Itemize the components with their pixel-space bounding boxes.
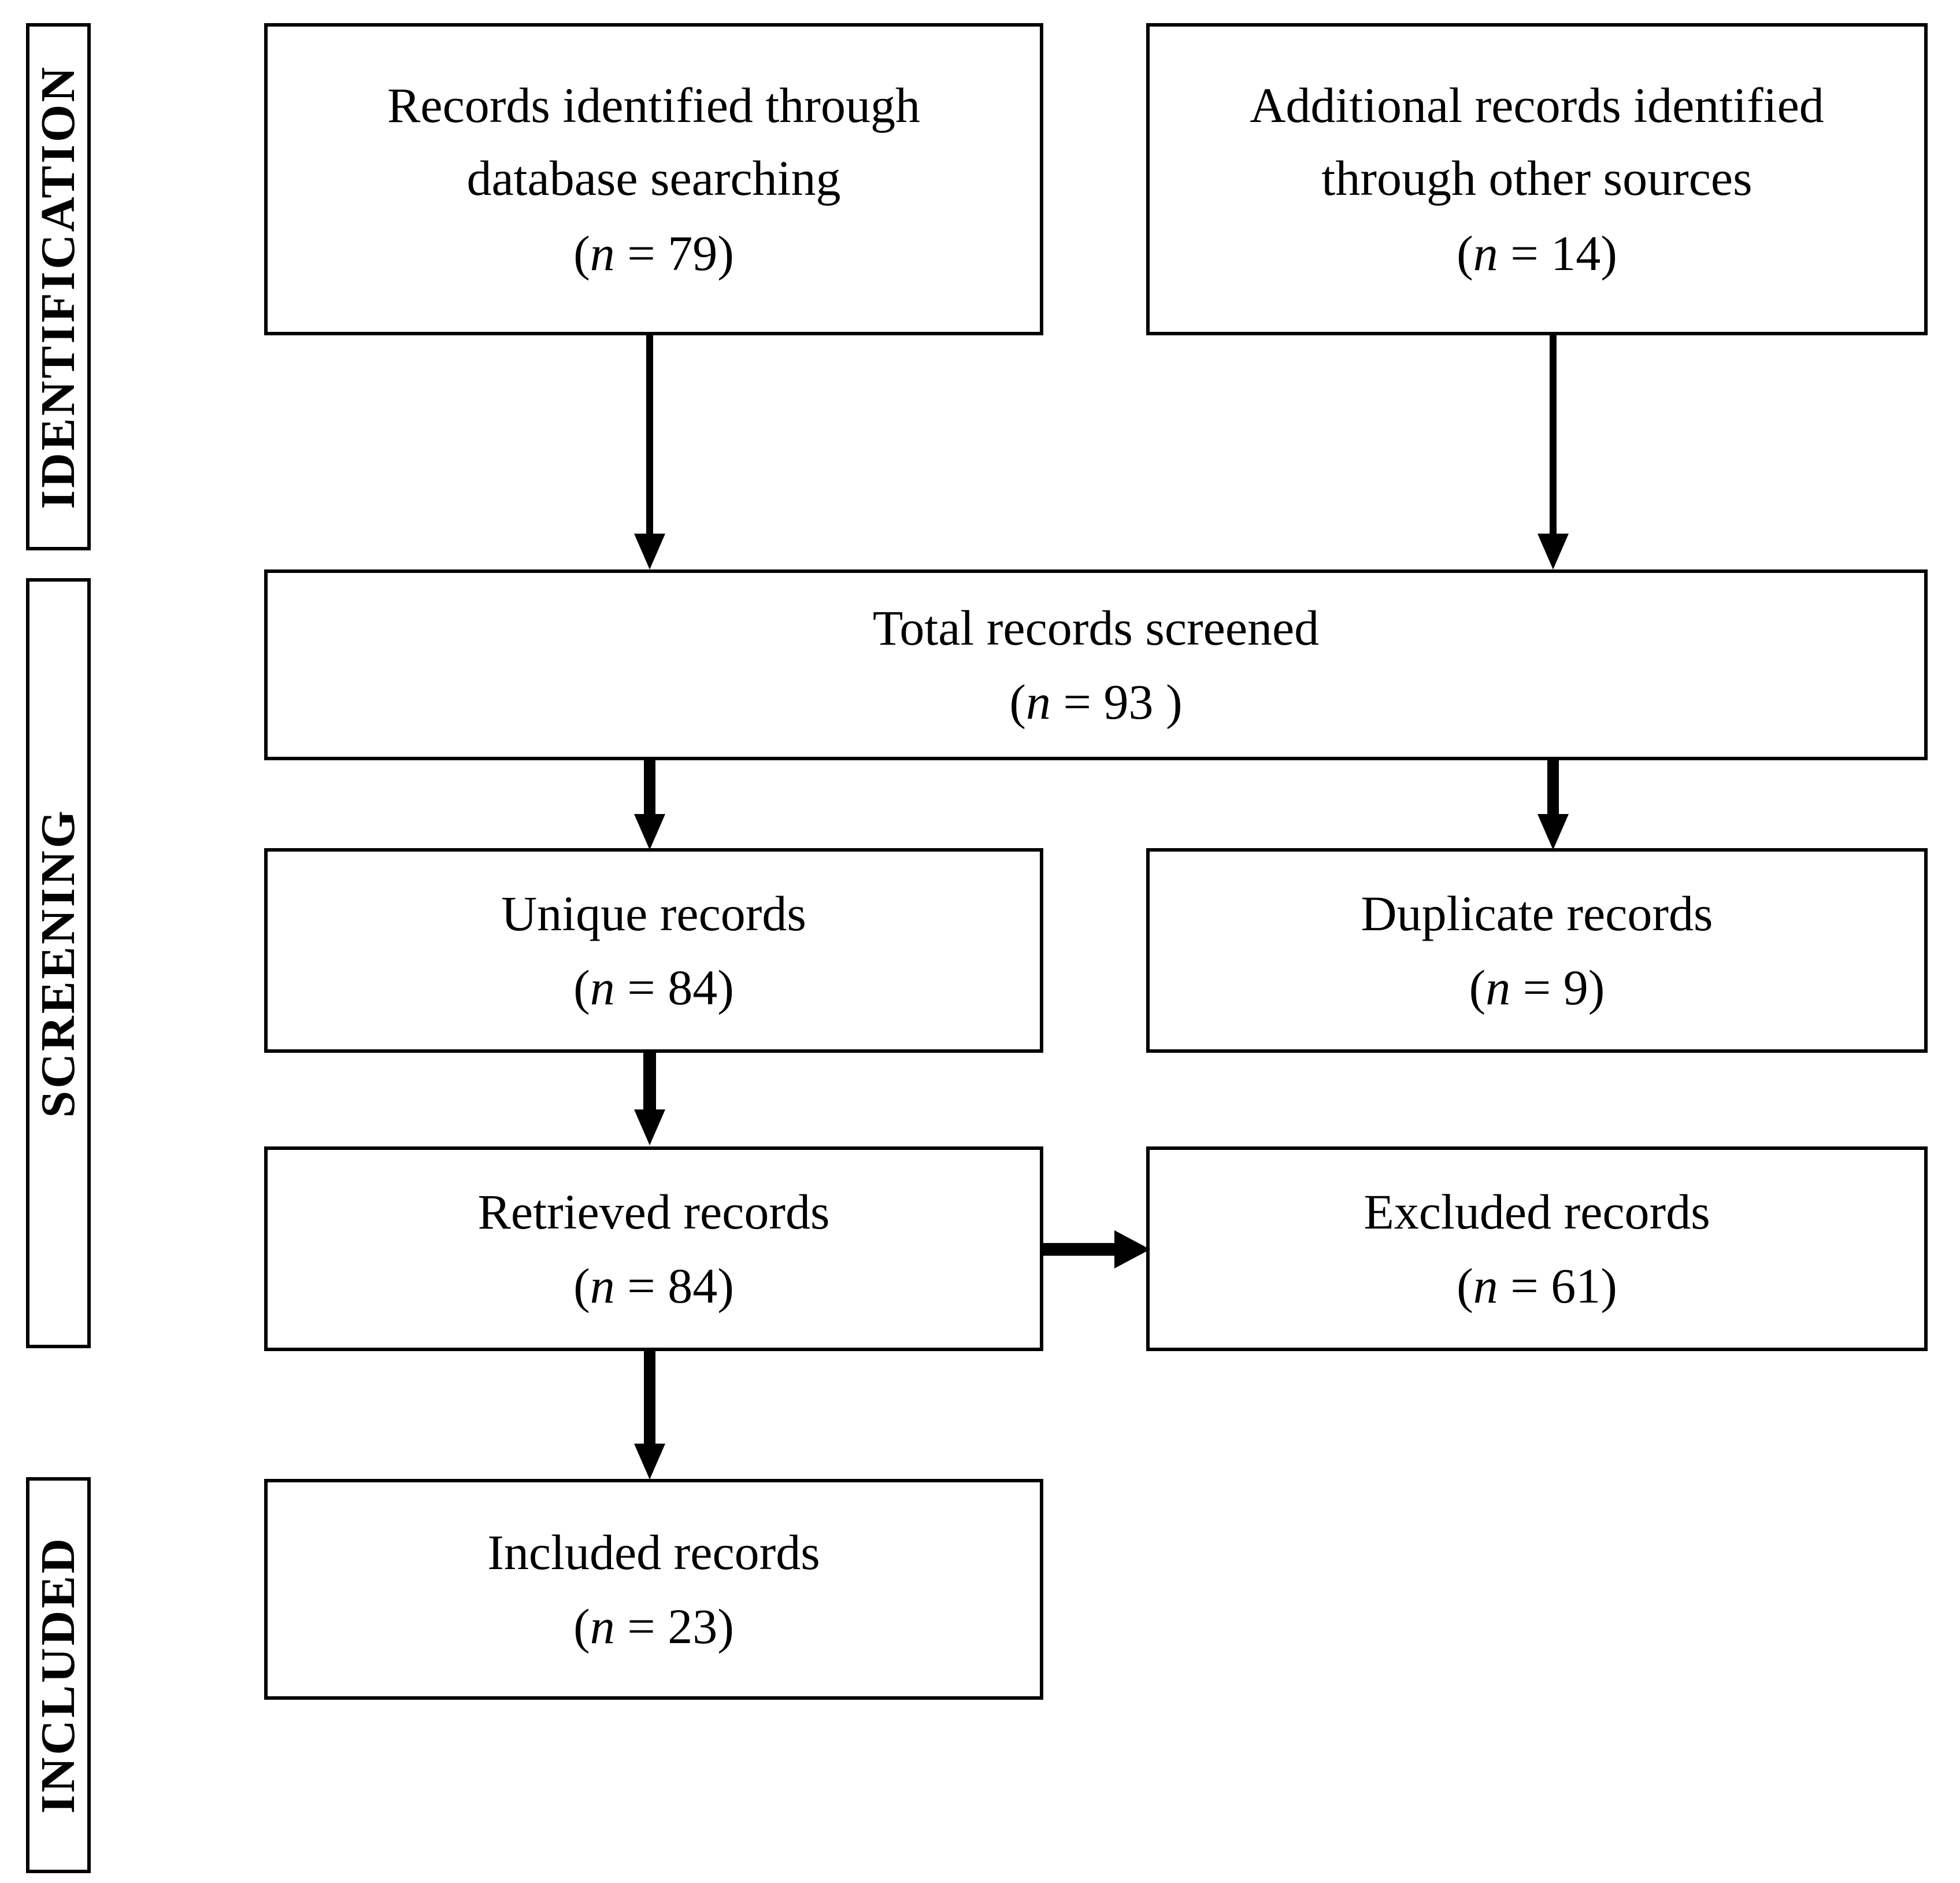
count-value: 84 xyxy=(668,1258,718,1314)
count-value: 61 xyxy=(1551,1258,1601,1314)
count-variable-n: n xyxy=(590,1258,615,1314)
count-variable-n: n xyxy=(590,1599,615,1654)
count-close-paren: ) xyxy=(1600,225,1617,282)
arrow-unique-records-to-retrieved-records xyxy=(634,1053,665,1145)
count-variable-n: n xyxy=(1025,674,1051,730)
count-variable-n: n xyxy=(1473,1258,1498,1314)
node-duplicate-records: Duplicate records (n = 9) xyxy=(1146,848,1928,1053)
node-total-screened: Total records screened (n = 93 ) xyxy=(264,569,1928,760)
node-database-searching: Records identified through database sear… xyxy=(264,23,1043,335)
stage-label-screening: SCREENING xyxy=(31,808,85,1118)
arrow-head xyxy=(1537,814,1569,850)
count-open-paren: ( xyxy=(573,225,590,282)
node-retrieved-records-line1: Retrieved records xyxy=(477,1183,830,1240)
count-equals: = xyxy=(614,1258,668,1314)
node-duplicate-records-line1: Duplicate records xyxy=(1361,885,1713,941)
arrow-retrieved-records-to-included-records xyxy=(634,1351,665,1479)
count-value: 93 xyxy=(1103,674,1166,730)
count-open-paren: ( xyxy=(573,1599,590,1654)
count-close-paren: ) xyxy=(717,1258,734,1314)
count-equals: = xyxy=(614,225,668,282)
count-value: 14 xyxy=(1551,225,1601,282)
arrow-head xyxy=(634,1109,665,1145)
arrow-head xyxy=(634,814,665,850)
arrow-shaft xyxy=(1550,335,1557,534)
node-included-records: Included records (n = 23) xyxy=(264,1479,1043,1700)
count-close-paren: ) xyxy=(717,960,734,1015)
node-excluded-records-line1: Excluded records xyxy=(1364,1183,1710,1240)
arrow-database-searching-to-total-screened xyxy=(634,335,665,569)
stage-label-identification: IDENTIFICATION xyxy=(31,64,85,509)
count-variable-n: n xyxy=(590,225,615,282)
node-retrieved-records: Retrieved records (n = 84) xyxy=(264,1146,1043,1351)
count-equals: = xyxy=(1510,960,1563,1015)
count-close-paren: ) xyxy=(1600,1258,1617,1314)
node-total-screened-line1: Total records screened xyxy=(872,600,1320,656)
count-open-paren: ( xyxy=(573,1258,590,1314)
arrow-shaft xyxy=(646,335,653,534)
stage-box-screening: SCREENING xyxy=(26,578,91,1348)
node-included-records-line1: Included records xyxy=(487,1524,820,1580)
count-equals: = xyxy=(1498,1258,1551,1314)
count-close-paren: ) xyxy=(717,1599,734,1654)
count-equals: = xyxy=(1498,225,1551,282)
node-other-sources-line1: Additional records identified xyxy=(1250,77,1824,134)
count-value: 84 xyxy=(668,960,718,1015)
count-equals: = xyxy=(1050,674,1104,730)
arrow-head xyxy=(1537,534,1569,569)
stage-box-included: INCLUDED xyxy=(26,1477,91,1873)
arrow-shaft xyxy=(644,760,655,815)
count-equals: = xyxy=(614,1599,668,1654)
node-database-searching-count: (n = 79) xyxy=(573,218,734,288)
count-open-paren: ( xyxy=(1469,960,1486,1015)
count-equals: = xyxy=(614,960,668,1015)
arrow-total-screened-to-unique-records xyxy=(634,760,665,850)
arrow-retrieved-records-to-excluded-records xyxy=(1040,1230,1150,1268)
arrow-shaft xyxy=(1040,1243,1121,1256)
node-other-sources: Additional records identified through ot… xyxy=(1146,23,1928,335)
arrow-head xyxy=(634,1444,665,1479)
arrow-head xyxy=(1114,1230,1150,1268)
count-value: 23 xyxy=(668,1599,718,1654)
count-value: 79 xyxy=(668,225,718,282)
count-open-paren: ( xyxy=(1457,225,1473,282)
count-value: 9 xyxy=(1563,960,1588,1015)
node-database-searching-line1: Records identified through xyxy=(387,77,920,134)
node-unique-records: Unique records (n = 84) xyxy=(264,848,1043,1053)
count-close-paren: ) xyxy=(1588,960,1605,1015)
node-duplicate-records-count: (n = 9) xyxy=(1469,952,1605,1023)
node-included-records-count: (n = 23) xyxy=(573,1591,734,1662)
arrow-shaft xyxy=(644,1351,655,1445)
arrow-head xyxy=(634,534,665,569)
arrow-other-sources-to-total-screened xyxy=(1537,335,1569,569)
node-unique-records-count: (n = 84) xyxy=(573,952,734,1023)
count-variable-n: n xyxy=(1485,960,1511,1015)
count-close-paren: ) xyxy=(717,225,734,282)
arrow-total-screened-to-duplicate-records xyxy=(1537,760,1569,850)
node-other-sources-line2: through other sources xyxy=(1321,150,1752,206)
node-excluded-records-count: (n = 61) xyxy=(1457,1251,1617,1321)
count-close-paren: ) xyxy=(1166,674,1183,730)
stage-label-included: INCLUDED xyxy=(31,1536,85,1814)
node-retrieved-records-count: (n = 84) xyxy=(573,1251,734,1321)
arrow-shaft xyxy=(643,1053,656,1111)
count-open-paren: ( xyxy=(1457,1258,1473,1314)
node-other-sources-count: (n = 14) xyxy=(1457,218,1617,288)
count-open-paren: ( xyxy=(1009,674,1026,730)
count-open-paren: ( xyxy=(573,960,590,1015)
node-excluded-records: Excluded records (n = 61) xyxy=(1146,1146,1928,1351)
stage-box-identification: IDENTIFICATION xyxy=(26,23,91,550)
node-database-searching-line2: database searching xyxy=(466,150,841,206)
arrow-shaft xyxy=(1547,760,1559,815)
node-unique-records-line1: Unique records xyxy=(501,885,806,941)
count-variable-n: n xyxy=(590,960,615,1015)
node-total-screened-count: (n = 93 ) xyxy=(1009,667,1182,737)
count-variable-n: n xyxy=(1473,225,1498,282)
